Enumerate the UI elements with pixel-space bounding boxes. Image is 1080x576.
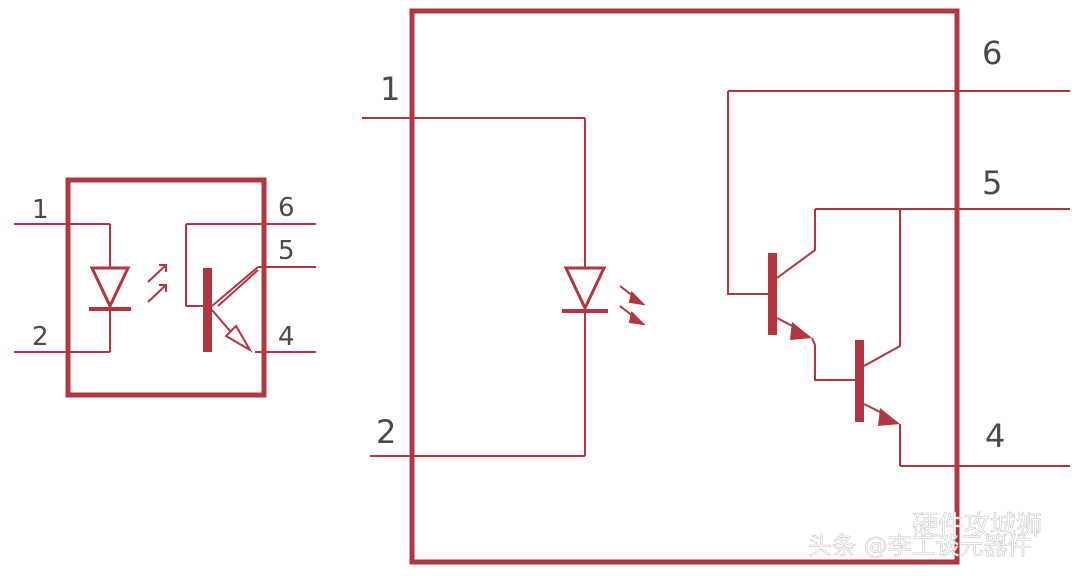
small-emitter-arrow xyxy=(224,324,253,353)
small-optocoupler-symbol: 1 2 6 5 4 xyxy=(14,177,316,398)
large-q1-base-lead xyxy=(727,91,768,295)
small-pin2-label: 2 xyxy=(32,322,49,352)
large-q1-base-bar xyxy=(768,253,777,335)
large-pin4-label: 4 xyxy=(985,417,1005,455)
large-pin1-label: 1 xyxy=(380,70,400,108)
large-q2-collector xyxy=(863,209,901,367)
watermark-source: 头条 @李工谈元器件 xyxy=(808,532,1032,560)
large-q1-collector xyxy=(776,209,816,279)
watermark: 硬件攻城狮 头条 @李工谈元器件 xyxy=(808,511,1043,561)
small-pin4-label: 4 xyxy=(278,322,295,352)
wechat-icon xyxy=(871,513,908,540)
small-phototransistor xyxy=(185,224,259,353)
small-package-outline xyxy=(65,177,267,398)
small-led xyxy=(89,224,131,352)
small-led-triangle xyxy=(89,266,131,310)
watermark-account: 硬件攻城狮 xyxy=(912,511,1042,541)
small-light-emission-arrows xyxy=(147,264,167,303)
large-optocoupler-symbol: 1 2 6 5 4 xyxy=(362,8,1070,565)
large-pin5-label: 5 xyxy=(982,164,1002,202)
small-pin6-label: 6 xyxy=(278,193,295,223)
large-led-triangle xyxy=(563,266,607,312)
small-collector-line xyxy=(211,266,259,307)
large-pin2-label: 2 xyxy=(376,413,396,451)
large-light-emission-arrows xyxy=(619,285,646,326)
small-transistor-base-bar xyxy=(203,268,212,352)
large-darlington-pair xyxy=(727,91,901,466)
large-package-outline xyxy=(409,8,960,565)
large-q2-emitter-arrow xyxy=(878,408,900,426)
large-pin6-label: 6 xyxy=(982,34,1002,72)
large-q2-base-bar xyxy=(855,340,864,422)
large-q1-emitter-arrow xyxy=(790,322,812,340)
small-pin5-label: 5 xyxy=(278,236,295,266)
small-pin1-label: 1 xyxy=(32,195,49,225)
large-led xyxy=(562,118,608,456)
